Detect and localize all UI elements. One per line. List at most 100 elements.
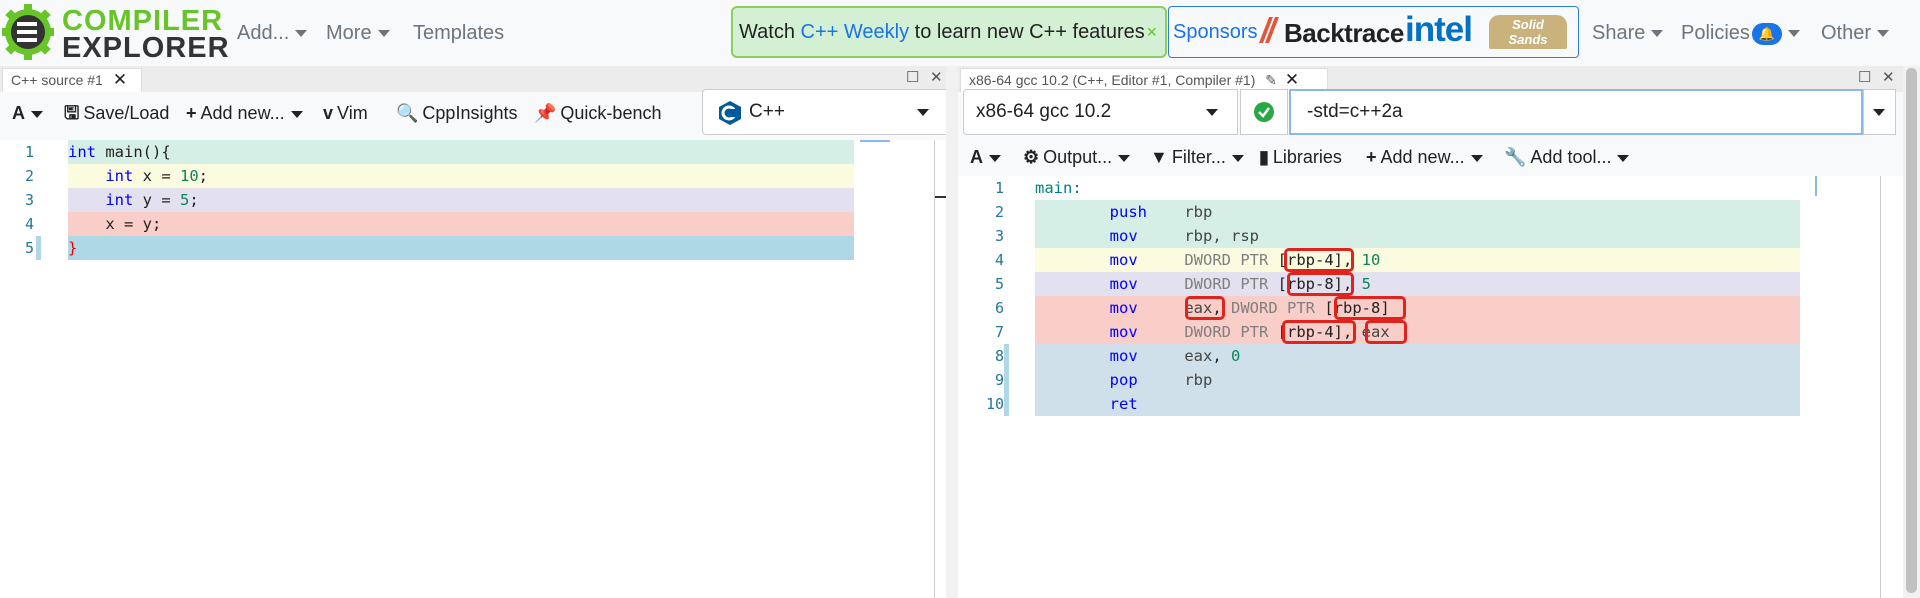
asm-line-7: mov DWORD PTR [rbp-4], eax — [1109, 323, 1390, 341]
quickbench-button[interactable]: 📌Quick-bench — [534, 100, 661, 126]
compile-status[interactable] — [1240, 89, 1288, 135]
chevron-down-icon — [1206, 109, 1218, 116]
asm-line-8: mov eax, 0 — [1109, 347, 1241, 365]
sponsor-intel[interactable]: intel — [1405, 10, 1473, 49]
line-number: 5 — [24, 239, 34, 257]
add-new-button[interactable]: +Add new... — [1366, 144, 1483, 170]
splitter-handle[interactable] — [935, 196, 950, 198]
chevron-down-icon — [1231, 154, 1244, 162]
asm-line-number: 4 — [994, 251, 1004, 269]
add-tool-button[interactable]: 🔧Add tool... — [1504, 144, 1630, 170]
maximize-icon[interactable]: ☐ — [906, 69, 920, 86]
code-line-2: int x = 10; — [105, 167, 209, 185]
annotation-box — [1185, 296, 1225, 320]
minimap[interactable] — [1815, 176, 1847, 196]
close-pane-icon[interactable]: ✕ — [1882, 69, 1895, 86]
tab-cpp-source[interactable]: C++ source #1 ✕ — [2, 68, 142, 92]
tab-compiler[interactable]: x86-64 gcc 10.2 (C++, Editor #1, Compile… — [960, 68, 1328, 92]
chevron-down-icon — [1873, 109, 1885, 116]
more-menu[interactable]: More — [326, 0, 390, 66]
chevron-down-icon — [1877, 30, 1890, 38]
add-menu-label: Add... — [237, 22, 290, 44]
page-scrollbar[interactable] — [1903, 66, 1920, 598]
asm-line-number: 3 — [994, 227, 1004, 245]
add-new-button[interactable]: +Add new... — [186, 100, 303, 126]
logo-text[interactable]: COMPILER EXPLORER — [62, 5, 230, 63]
close-pane-icon[interactable]: ✕ — [930, 69, 943, 86]
gutter-marker — [36, 236, 41, 260]
libraries-button[interactable]: ▮Libraries — [1259, 144, 1342, 170]
code-line-3: int y = 5; — [105, 191, 199, 209]
bell-icon: 🔔 — [1751, 22, 1782, 45]
filter-button[interactable]: ▼Filter... — [1150, 144, 1244, 170]
language-select[interactable]: C++ — [702, 89, 950, 135]
line-highlight-1 — [68, 140, 854, 164]
asm-line-number: 5 — [994, 275, 1004, 293]
save-load-label: Save/Load — [83, 103, 170, 123]
close-icon[interactable]: ✕ — [1284, 70, 1300, 89]
libraries-label: Libraries — [1272, 147, 1342, 167]
close-icon[interactable]: ✕ — [112, 70, 128, 89]
chevron-down-icon — [31, 110, 43, 118]
asm-highlight-block-1 — [1035, 200, 1800, 248]
cppinsights-label: CppInsights — [422, 103, 518, 123]
minimap[interactable] — [860, 140, 890, 152]
sponsor-solidsands[interactable]: Solid Sands — [1489, 15, 1567, 49]
add-menu[interactable]: Add... — [237, 0, 308, 66]
annotation-box — [1282, 320, 1356, 344]
share-menu[interactable]: Share — [1592, 0, 1664, 66]
sponsor-backtrace[interactable]: Backtrace — [1284, 18, 1404, 48]
asm-line-4: mov DWORD PTR [rbp-4], 10 — [1109, 251, 1381, 269]
maximize-icon[interactable]: ☐ — [1858, 69, 1872, 86]
font-size-button[interactable]: A — [12, 100, 43, 126]
compiler-options-input[interactable]: -std=c++2a — [1289, 89, 1863, 135]
compiler-toolbar — [958, 140, 1903, 176]
motd-link[interactable]: C++ Weekly — [800, 21, 910, 43]
magnifier-icon: 🔍 — [396, 103, 419, 123]
tab-compiler-label: x86-64 gcc 10.2 (C++, Editor #1, Compile… — [969, 72, 1256, 88]
code-line-5: } — [68, 239, 78, 257]
logo-line1: COMPILER — [62, 5, 224, 37]
sponsors-label[interactable]: Sponsors — [1173, 21, 1258, 43]
policies-menu[interactable]: Policies🔔 — [1681, 0, 1800, 66]
plus-icon: + — [1366, 147, 1377, 167]
vim-icon: v — [323, 103, 334, 123]
output-label: Output... — [1043, 147, 1113, 167]
asm-line-1: main: — [1035, 179, 1082, 197]
asm-highlight-block-4 — [1035, 296, 1800, 344]
cppinsights-button[interactable]: 🔍CppInsights — [396, 100, 517, 126]
asm-line-6: mov eax, DWORD PTR [rbp-8] — [1109, 299, 1390, 317]
add-tool-label: Add tool... — [1530, 147, 1612, 167]
compiler-select-label: x86-64 gcc 10.2 — [976, 101, 1112, 122]
tab-cpp-source-label: C++ source #1 — [11, 72, 103, 88]
annotation-box — [1284, 248, 1354, 272]
motd-close-button[interactable]: × — [1146, 22, 1157, 42]
code-line-1: int main(){ — [68, 143, 171, 161]
pane-gutter[interactable] — [946, 66, 958, 598]
gutter-marker — [1004, 344, 1009, 416]
options-dropdown[interactable] — [1863, 89, 1896, 135]
line-number: 4 — [24, 215, 34, 233]
line-highlight-3 — [68, 188, 854, 212]
asm-line-number: 6 — [994, 299, 1004, 317]
line-highlight-4 — [68, 212, 854, 236]
scrollbar-thumb[interactable] — [1906, 68, 1917, 593]
sponsors-box[interactable]: Sponsors Backtrace intel Solid Sands — [1168, 6, 1579, 58]
filter-icon: ▼ — [1150, 147, 1168, 167]
font-size-button[interactable]: A — [970, 144, 1001, 170]
asm-highlight-block-5 — [1035, 344, 1800, 416]
annotation-box — [1287, 272, 1354, 296]
templates-link[interactable]: Templates — [413, 22, 505, 44]
save-load-button[interactable]: 🖫Save/Load — [64, 100, 169, 126]
other-menu[interactable]: Other — [1821, 0, 1890, 66]
line-number: 3 — [24, 191, 34, 209]
editor-tabbar: C++ source #1 ✕ ☐ ✕ — [0, 66, 946, 92]
compiler-explorer-logo-icon[interactable] — [2, 4, 54, 60]
add-new-label: Add new... — [1380, 147, 1465, 167]
output-button[interactable]: ⚙Output... — [1023, 144, 1131, 170]
compiler-select[interactable]: x86-64 gcc 10.2 — [963, 89, 1238, 135]
pencil-icon[interactable]: ✎ — [1265, 72, 1277, 88]
chevron-down-icon — [290, 110, 303, 118]
language-label: C++ — [749, 101, 785, 122]
